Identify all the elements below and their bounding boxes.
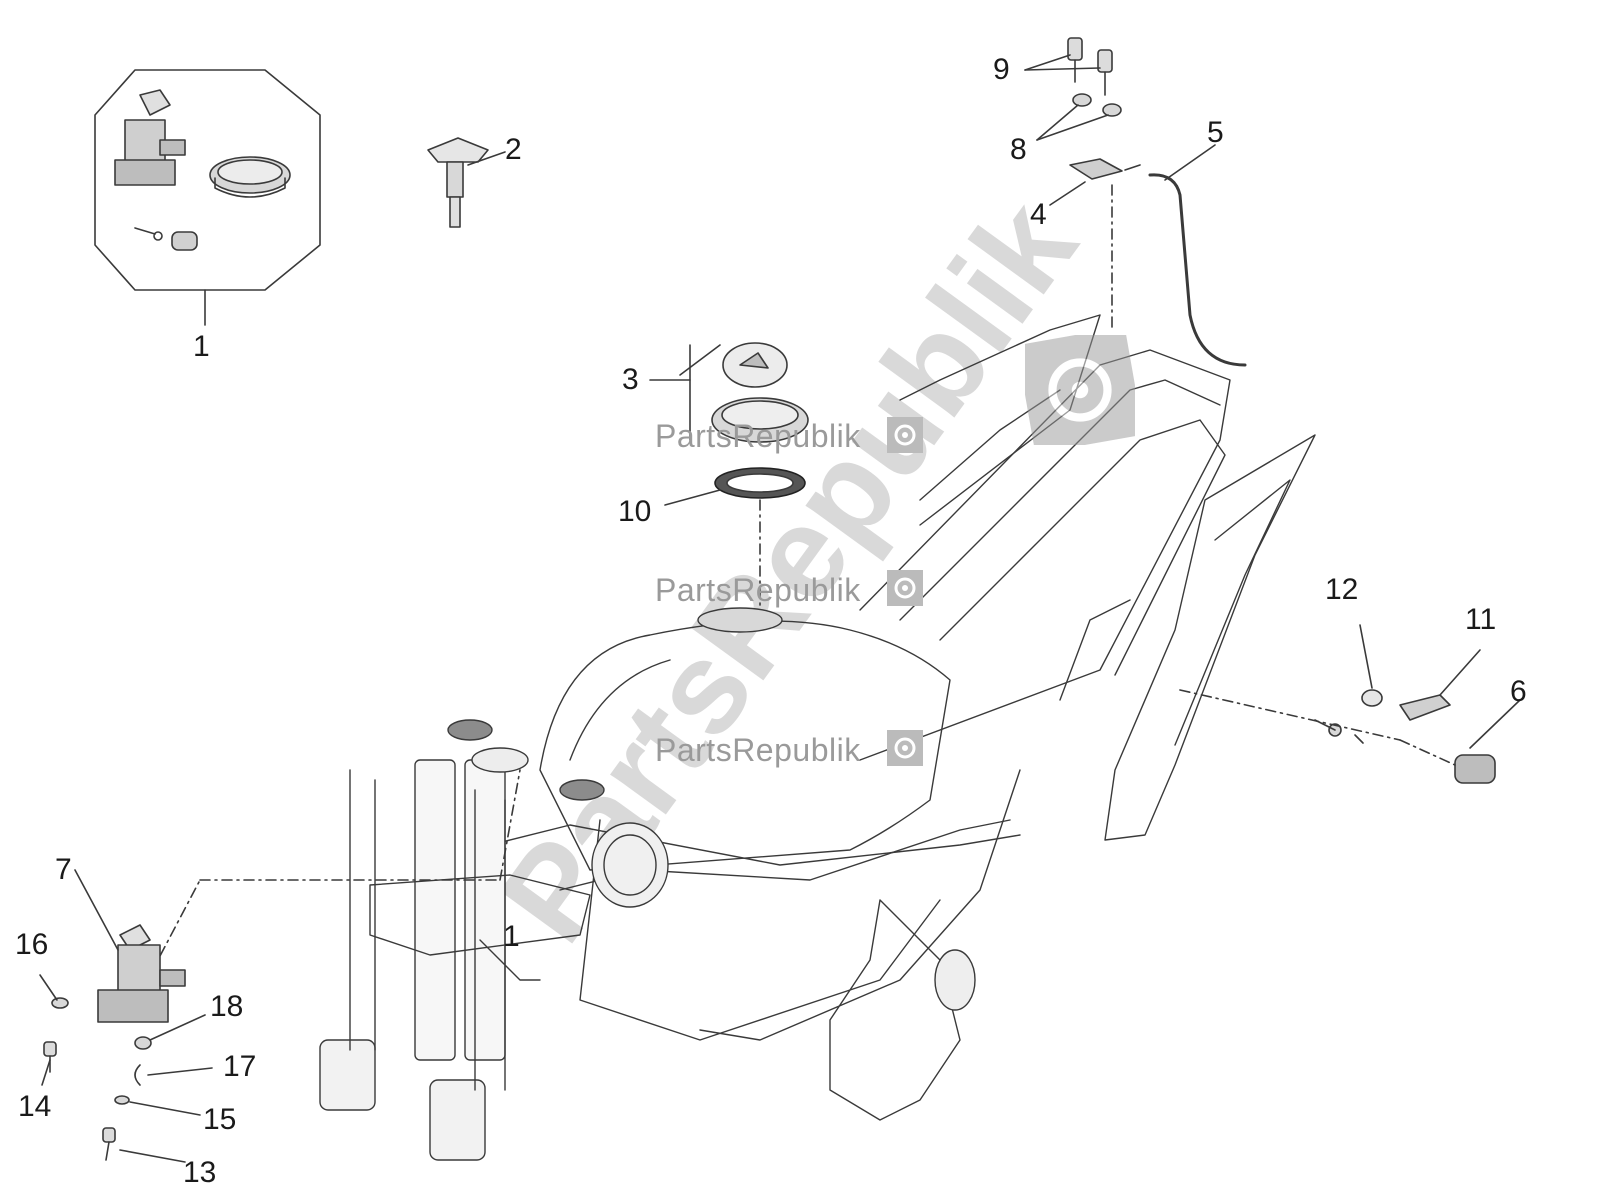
seat-lock-parts-icon-kit <box>134 227 198 251</box>
gear-icon <box>1025 335 1135 445</box>
callout-8: 8 <box>1010 133 1027 166</box>
seat-lock-cable <box>1148 173 1247 367</box>
ignition-lock-icon-kit <box>114 89 186 186</box>
washer-15-icon <box>114 1095 130 1105</box>
callout-1: 1 <box>193 330 210 363</box>
screw-14-icon <box>43 1041 57 1073</box>
fuel-cap-icon <box>711 342 809 443</box>
front-fork <box>319 719 605 1161</box>
callout-1-frame: 1 <box>503 920 520 953</box>
watermark: PartsRepublik <box>655 572 861 608</box>
clip-17-icon <box>134 1064 141 1086</box>
gear-icon <box>887 570 923 606</box>
fuel-cap-icon-kit <box>209 156 291 198</box>
callout-15: 15 <box>203 1103 237 1136</box>
callout-17: 17 <box>223 1050 257 1083</box>
callout-2: 2 <box>505 133 522 166</box>
callout-9: 9 <box>993 53 1010 86</box>
callout-13: 13 <box>183 1156 217 1189</box>
washer-icon <box>1072 93 1122 117</box>
lock-kit-frame <box>94 69 321 291</box>
callout-11: 11 <box>1465 603 1497 636</box>
gasket-icon <box>714 467 806 499</box>
watermark: PartsRepublik <box>655 418 861 454</box>
screw-13-icon <box>102 1127 116 1161</box>
ignition-lock-icon <box>97 924 186 1023</box>
callout-3: 3 <box>622 363 639 396</box>
washer-16-icon <box>51 997 69 1009</box>
callout-12: 12 <box>1325 573 1359 606</box>
callout-7: 7 <box>55 853 72 886</box>
key-icon <box>427 137 489 228</box>
callout-16: 16 <box>15 928 49 961</box>
callout-6: 6 <box>1510 675 1527 708</box>
watermark: PartsRepublik <box>655 732 861 768</box>
callout-14: 14 <box>18 1090 52 1123</box>
washer-18-icon <box>134 1036 152 1050</box>
gear-icon <box>887 417 923 453</box>
screw-icon <box>1067 37 1113 96</box>
callout-10: 10 <box>618 495 652 528</box>
callout-4: 4 <box>1030 198 1047 231</box>
callout-18: 18 <box>210 990 244 1023</box>
lock-bracket-icon <box>1069 158 1141 180</box>
gear-icon <box>887 730 923 766</box>
callout-5: 5 <box>1207 116 1224 149</box>
seat-lock-cylinder-icon <box>1314 689 1496 784</box>
